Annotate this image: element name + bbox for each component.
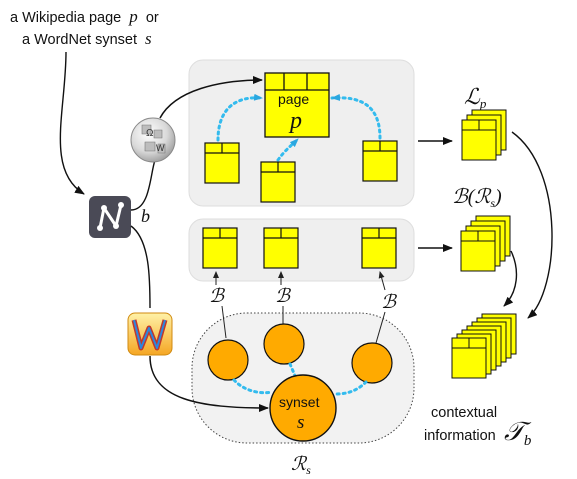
input-arrow: [59, 51, 85, 195]
link-arrow: [276, 137, 300, 162]
Lp-to-context-arrow: [511, 131, 553, 319]
babelnet-to-wordnet-line: [130, 225, 151, 309]
svg-text:Ω: Ω: [146, 128, 154, 139]
context-document-stack: [451, 313, 517, 379]
b-label: b: [141, 206, 150, 226]
wordnet-panel: [188, 218, 415, 282]
page-var: p: [288, 108, 302, 134]
linked-page-doc: [362, 140, 398, 182]
gloss-label-B: ℬ: [275, 286, 292, 307]
Tb-label: 𝒯b: [504, 417, 532, 449]
gloss-doc: [202, 227, 238, 269]
linked-page-doc: [260, 161, 296, 203]
gloss-arrow: [378, 271, 386, 291]
synset-link: [232, 378, 274, 395]
gloss-arrow: [375, 311, 386, 344]
contextual-label: contextual: [431, 405, 497, 421]
gloss-label-B: ℬ: [381, 292, 398, 313]
synset-word: synset: [279, 394, 320, 410]
babelnet-to-wikipedia-line: [130, 159, 156, 211]
gloss-arrow: [221, 305, 227, 339]
BRs-document-stack: [460, 215, 511, 272]
link-arrow: [216, 93, 264, 142]
neighbor-synset-node: [207, 339, 249, 381]
gloss-doc: [361, 227, 397, 269]
wordnet-logo-icon: [127, 312, 173, 356]
BRs-label: ℬ(ℛs): [452, 186, 502, 210]
page-document: [264, 72, 330, 138]
input-description: a Wikipedia page p or a WordNet synset s: [10, 7, 159, 48]
svg-text:a WordNet synset s: a WordNet synset s: [22, 29, 152, 48]
synset-node: [269, 374, 337, 442]
link-arrow: [330, 93, 382, 140]
neighborhood-label: ℛs: [291, 454, 311, 477]
neighbor-synset-node: [351, 342, 393, 384]
wikipedia-to-page-arrow: [159, 76, 263, 119]
gloss-label-B: ℬ: [209, 286, 226, 307]
neighbor-synset-node: [263, 323, 305, 365]
Lp-label: ℒp: [464, 84, 487, 111]
synset-link: [334, 380, 368, 396]
svg-text:W: W: [156, 143, 165, 153]
synset-var: s: [297, 412, 304, 433]
wikipedia-globe-icon: Ω W: [130, 117, 176, 163]
page-word: page: [278, 91, 309, 107]
gloss-doc: [263, 227, 299, 269]
BRs-to-context-arrow: [503, 250, 518, 307]
information-label: information: [424, 428, 496, 444]
wordnet-to-synset-arrow: [149, 355, 269, 412]
svg-text:a Wikipedia page p: a Wikipedia page p or: [10, 7, 159, 26]
linked-page-doc: [204, 142, 240, 184]
Lp-document-stack: [461, 109, 507, 161]
babelnet-logo-icon: [89, 196, 131, 238]
